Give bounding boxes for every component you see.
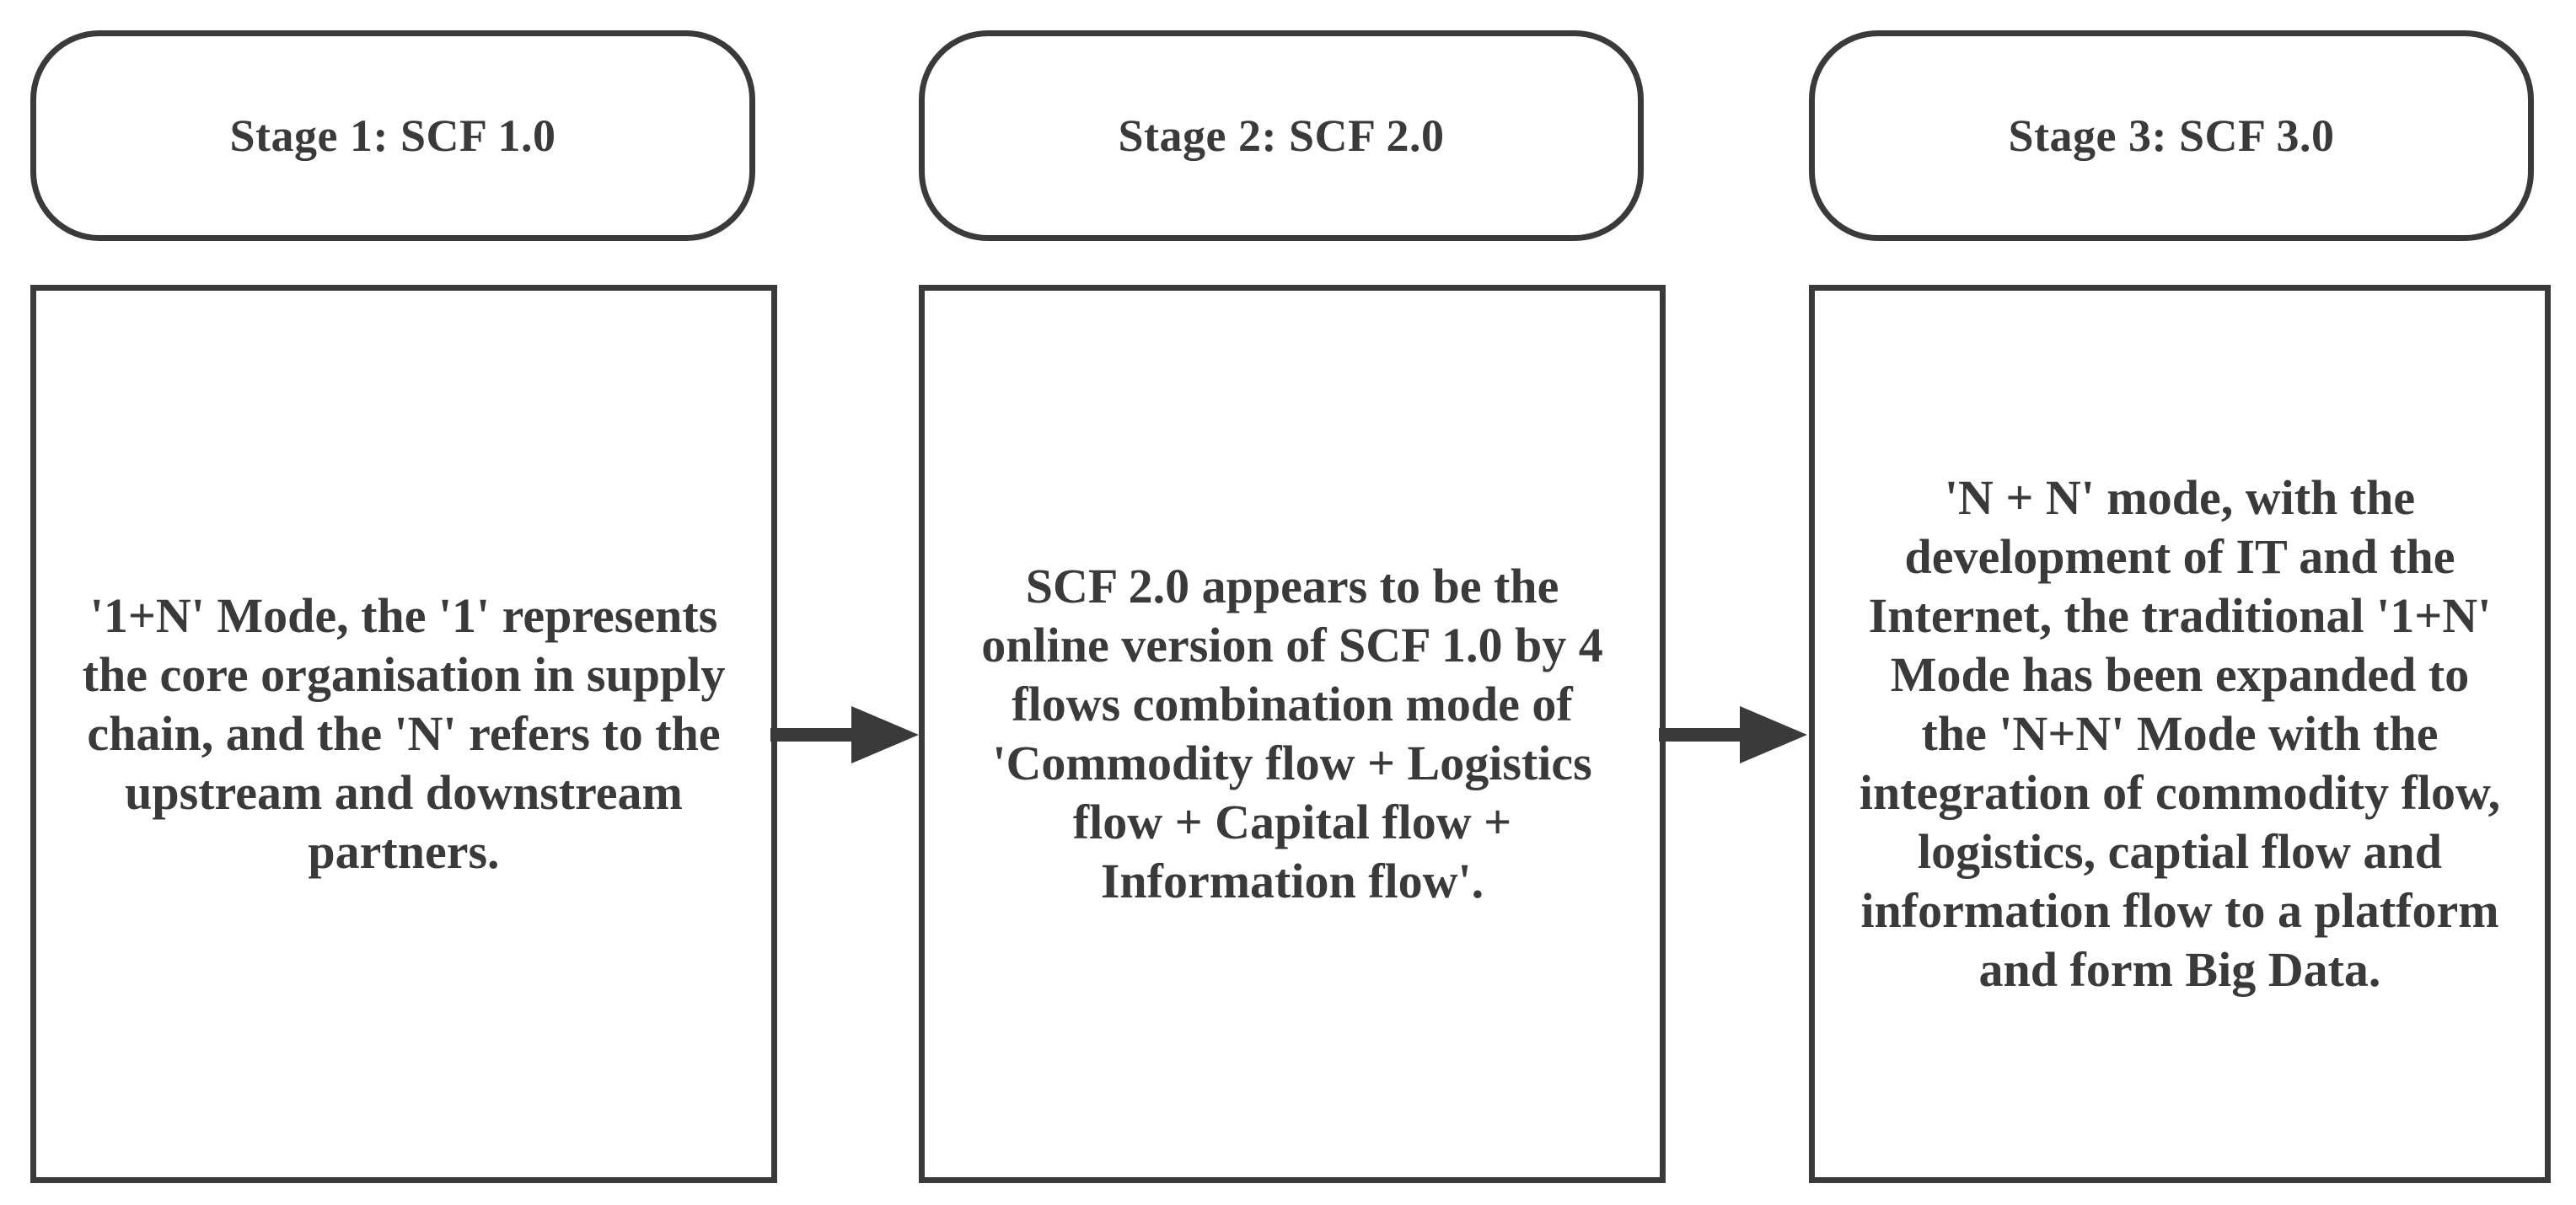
stage-2-description: SCF 2.0 appears to be the online version… [981, 559, 1603, 908]
stage-3-description-box: 'N + N' mode, with the development of IT… [1809, 285, 2551, 1183]
stage-3-header: Stage 3: SCF 3.0 [1809, 30, 2534, 241]
stage-3-description: 'N + N' mode, with the development of IT… [1859, 470, 2501, 997]
stage-1-header-label: Stage 1: SCF 1.0 [229, 110, 556, 161]
stage-1-header: Stage 1: SCF 1.0 [30, 30, 755, 241]
stage-2-description-box: SCF 2.0 appears to be the online version… [919, 285, 1666, 1183]
arrow-1-head [851, 706, 919, 763]
arrow-right-icon-1 [770, 706, 919, 763]
stage-2-header: Stage 2: SCF 2.0 [919, 30, 1644, 241]
stage-2-header-label: Stage 2: SCF 2.0 [1118, 110, 1445, 161]
stage-3-header-label: Stage 3: SCF 3.0 [2008, 110, 2335, 161]
stage-1-description: '1+N' Mode, the '1' represents the core … [82, 588, 726, 879]
arrow-2-head [1740, 706, 1807, 763]
stage-1-description-box: '1+N' Mode, the '1' represents the core … [30, 285, 777, 1183]
arrow-right-icon-2 [1659, 706, 1807, 763]
